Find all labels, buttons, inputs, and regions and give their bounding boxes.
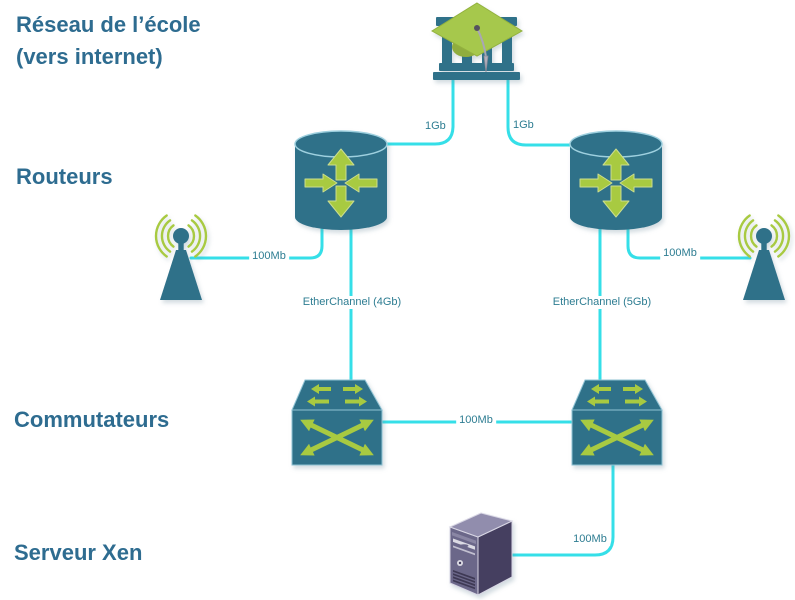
- edge-label-1gb-left: 1Gb: [422, 120, 449, 133]
- edge-label-100mb-antenna-right: 100Mb: [660, 247, 700, 260]
- switch-left-icon: [287, 376, 387, 468]
- school-building-icon: [424, 2, 529, 90]
- title-line2: (vers internet): [16, 44, 163, 69]
- link-school-router-right: [506, 77, 575, 147]
- section-label-switches: Commutateurs: [14, 407, 170, 432]
- router-right-icon: [566, 128, 666, 234]
- edge-label-100mb-server: 100Mb: [570, 533, 610, 546]
- title-line1: Réseau de l’école: [16, 12, 201, 37]
- link-switch-server: [511, 462, 615, 557]
- xen-server-icon: [443, 508, 518, 600]
- edge-label-etherchannel-right: EtherChannel (5Gb): [549, 296, 655, 309]
- edge-label-100mb-switch: 100Mb: [456, 414, 496, 427]
- section-label-routers: Routeurs: [16, 164, 113, 189]
- link-antenna-left-router-left: [189, 222, 324, 260]
- router-left-icon: [291, 128, 391, 234]
- section-label-server: Serveur Xen: [14, 540, 143, 565]
- antenna-right-icon: [726, 212, 795, 304]
- edge-label-1gb-right: 1Gb: [510, 119, 537, 132]
- edge-label-100mb-antenna-left: 100Mb: [249, 250, 289, 263]
- switch-right-icon: [567, 376, 667, 468]
- link-school-router-left: [380, 77, 455, 146]
- link-router-right-antenna-right: [626, 222, 752, 260]
- antenna-left-icon: [143, 212, 219, 304]
- edge-label-etherchannel-left: EtherChannel (4Gb): [299, 296, 405, 309]
